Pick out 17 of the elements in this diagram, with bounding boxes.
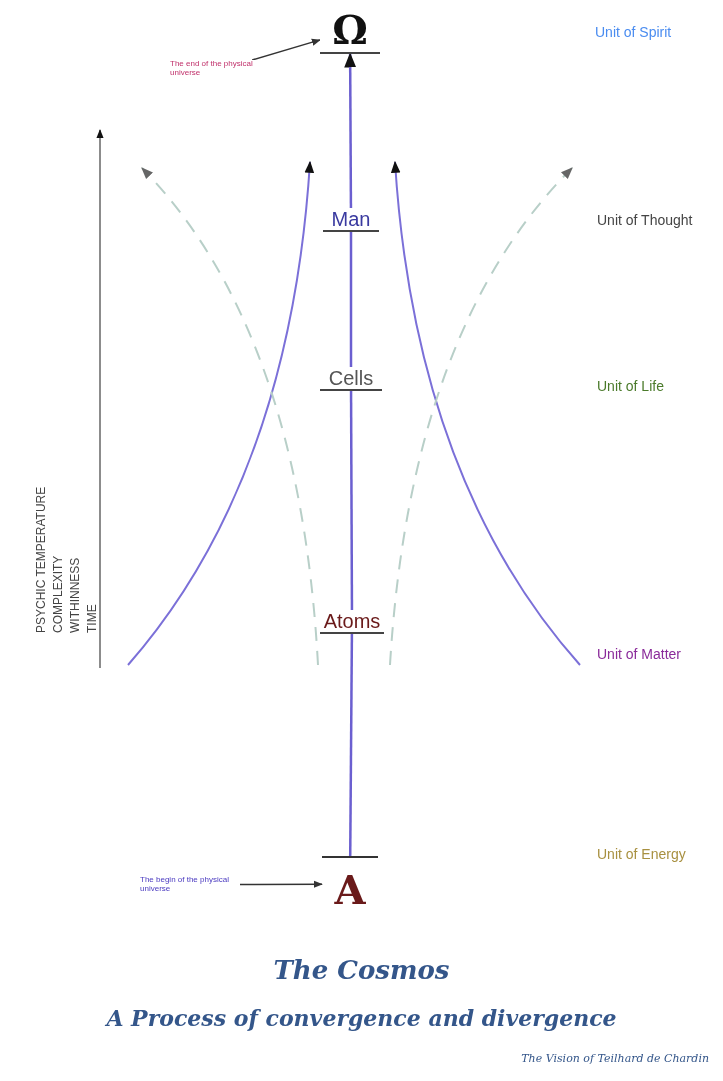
axis-label: COMPLEXITY: [51, 554, 65, 633]
axis-label: WITHINNESS: [68, 556, 82, 633]
leader-line: [239, 880, 323, 888]
subtitle: A Process of convergence and divergence: [104, 1005, 618, 1031]
credit-text: The Vision of Teilhard de Chardin: [521, 1052, 709, 1065]
unit-label: Unit of Thought: [597, 212, 693, 228]
level-label: Cells: [320, 367, 382, 391]
title: The Cosmos: [272, 955, 451, 985]
unit-label: Unit of Life: [597, 378, 664, 394]
arrow: [344, 52, 357, 208]
unit-label: Unit of Spirit: [595, 24, 672, 40]
alpha-letter: A: [322, 856, 378, 912]
axis-label: PSYCHIC TEMPERATURE: [34, 485, 48, 633]
axis-label: TIME: [85, 603, 99, 633]
unit-label: Unit of Energy: [597, 846, 686, 862]
leader-line: [251, 38, 321, 61]
unit-label: Unit of Matter: [597, 646, 682, 662]
